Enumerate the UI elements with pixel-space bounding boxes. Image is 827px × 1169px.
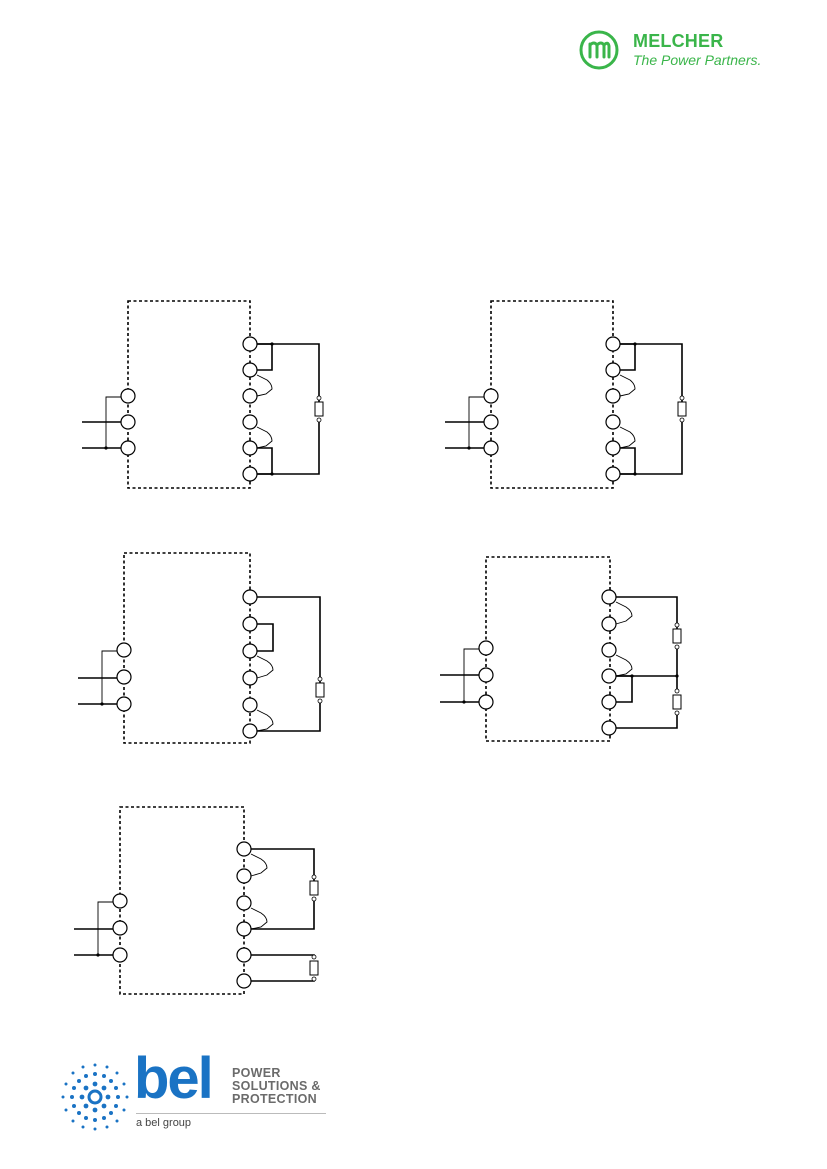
footer-divider <box>136 1113 326 1114</box>
bel-wordmark: bel <box>134 1046 214 1111</box>
bel-globe-icon <box>61 1063 129 1131</box>
wiring-figure-4 <box>440 556 682 742</box>
wiring-figure-3 <box>78 552 325 744</box>
melcher-logo-icon <box>579 30 619 70</box>
wiring-figure-1 <box>82 300 324 489</box>
division-line-2: SOLUTIONS & <box>232 1079 321 1093</box>
brand-tagline: The Power Partners. <box>633 52 762 68</box>
wiring-figure-5 <box>74 806 319 995</box>
wiring-figure-2 <box>445 300 687 489</box>
group-text: a bel group <box>136 1117 192 1129</box>
division-line-1: POWER <box>232 1066 281 1080</box>
division-line-3: PROTECTION <box>232 1092 317 1106</box>
brand-name: MELCHER <box>633 31 724 51</box>
